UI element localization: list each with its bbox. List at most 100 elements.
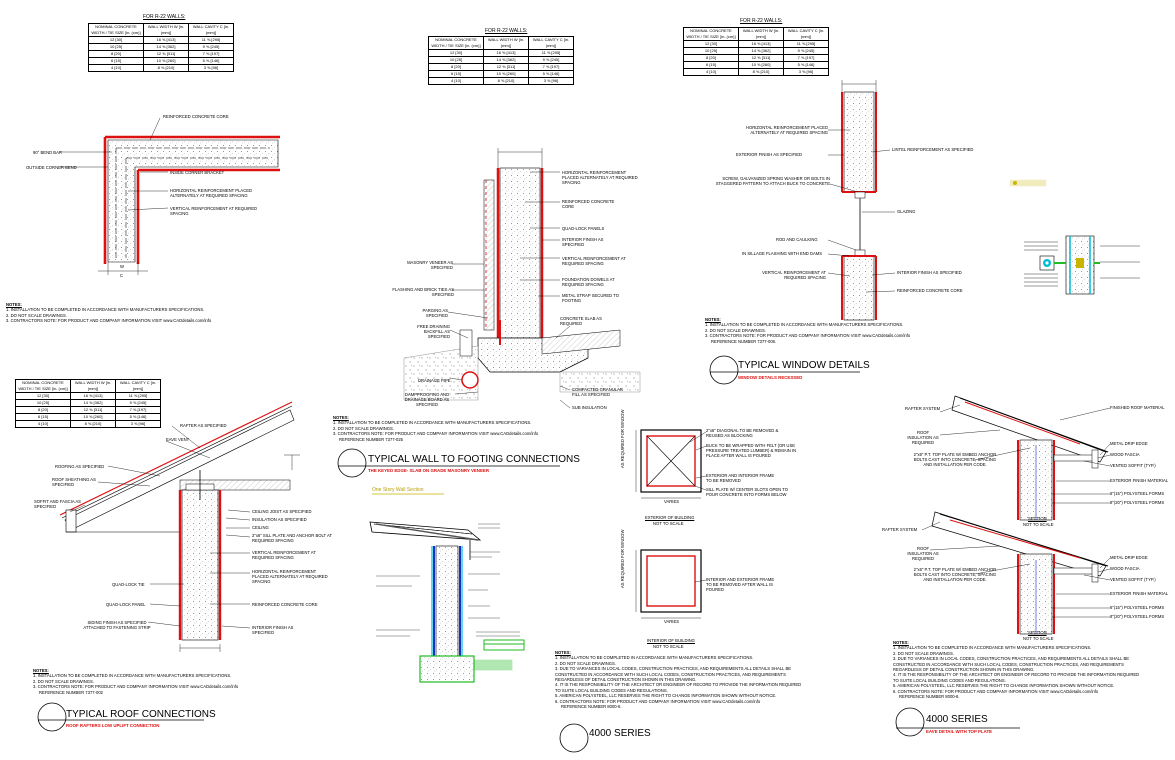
label: DAMPPROOFING AND DRAINAGE BOARD AS SPECI… xyxy=(404,392,450,407)
label: EXTERIOR FINISH MATERIAL xyxy=(1110,478,1169,483)
label: REINFORCED CONCRETE CORE xyxy=(252,602,318,607)
label: REINFORCED CONCRETE CORE xyxy=(163,114,229,119)
spec-table-caption-1: FOR R-22 WALLS: xyxy=(143,14,186,20)
spec-table-2: NOMINAL CONCRETE WIDTH / TIE SIZE [in. (… xyxy=(428,36,574,85)
label: PARGING AS SPECIFIED xyxy=(422,308,448,318)
notes-heading: NOTES: xyxy=(333,415,349,420)
label: ROOF INSULATION AS REQUIRED xyxy=(907,430,939,445)
label: VENTED SOFFIT (TYP.) xyxy=(1110,577,1156,582)
table-row: 12 [30]16 ⅝ [413]11 ⅝ [295] xyxy=(88,36,234,44)
label: INTERIOR FINISH AS SPECIFIED xyxy=(252,625,294,635)
nts-label: NOT TO SCALE xyxy=(1023,522,1054,527)
table-cell: 3 ⅝ [96] xyxy=(115,420,161,428)
label: ROD AND CAULKING xyxy=(776,237,818,242)
notes-block: NOTES: 1. INSTALLATION TO BE COMPLETED I… xyxy=(555,650,805,709)
slab xyxy=(541,329,621,355)
series-title: 4000 SERIES xyxy=(926,714,988,725)
series-title: 4000 SERIES xyxy=(589,728,651,739)
leader-lines xyxy=(689,431,707,583)
label: ROOF INSULATION AS REQUIRED xyxy=(907,546,939,561)
note-line: 3. CONTRACTORS NOTE: FOR PRODUCT AND COM… xyxy=(6,318,212,324)
spec-table-3: NOMINAL CONCRETE WIDTH / TIE SIZE [in. (… xyxy=(683,27,829,76)
label: INTERIOR FINISH AS SPECIFIED xyxy=(562,237,604,247)
concrete-core xyxy=(499,167,541,339)
leader-lines xyxy=(827,80,896,293)
eave-detail-upper xyxy=(939,395,1111,521)
note-line: 2. DO NOT SCALE DRAWINGS. xyxy=(333,425,394,431)
label: BUCK TO BE WRAPPED WITH FELT (OR USE PRE… xyxy=(706,443,797,458)
note-line: 3. CONTRACTORS NOTE: FOR PRODUCT AND COM… xyxy=(33,684,239,690)
dim-label: W xyxy=(120,264,124,269)
roof-wall-core xyxy=(181,489,219,641)
label: SIDING FINISH AS SPECIFIED ATTACHED TO F… xyxy=(83,620,151,630)
note-line: 2. DO NOT SCALE DRAWINGS. xyxy=(6,312,67,318)
spec-table-4: NOMINAL CONCRETE WIDTH / TIE SIZE [in. (… xyxy=(15,379,161,428)
notes-block: NOTES: 1. INSTALLATION TO BE COMPLETED I… xyxy=(33,668,238,695)
title-block-graphics xyxy=(37,355,1020,753)
corner-detail xyxy=(60,117,280,275)
note-line: 1. INSTALLATION TO BE COMPLETED IN ACCOR… xyxy=(33,673,232,679)
label: VERTICAL REINFORCEMENT AT REQUIRED SPACI… xyxy=(170,206,258,216)
label: EXTERIOR AND INTERIOR FRAME TO BE REMOVE… xyxy=(706,473,775,483)
dim-label: VARIES xyxy=(664,499,680,504)
caption-sub: NOT TO SCALE xyxy=(653,644,684,649)
caption: EXTERIOR OF BUILDING xyxy=(645,515,695,520)
label: METAL STRAP SECURED TO FOOTING xyxy=(562,293,620,303)
label: OUTSIDE CORNER BEND xyxy=(26,165,77,170)
note-line: 6. CONTRACTORS NOTE: FOR PRODUCT AND COM… xyxy=(555,698,761,704)
label: COMPACTED GRANULAR FILL AS SPECIFIED xyxy=(572,387,623,397)
section-label: SECTION xyxy=(1028,630,1047,635)
leader-lines xyxy=(69,425,300,652)
label: 8"(20") POLYSTEEL FORMS xyxy=(1110,614,1165,619)
buck-frame-interior xyxy=(640,549,702,613)
table-header: WALL CAVITY C [in. (mm)] xyxy=(528,36,574,50)
sill-core xyxy=(843,255,875,321)
label: EXTERIOR FINISH AS SPECIFIED xyxy=(736,152,803,157)
label: ROOFING AS SPECIFIED xyxy=(55,464,105,469)
note-reference: REFERENCE NUMBER 8000-6. xyxy=(561,704,622,710)
title-circle-icon xyxy=(37,702,67,732)
leader-lines xyxy=(60,117,169,275)
label: REINFORCED CONCRETE CORE xyxy=(562,199,615,209)
note-line: 5. AMERICAN POLYSTEEL, LLC RESERVES THE … xyxy=(893,683,1115,689)
label: VERTICAL REINFORCEMENT AT REQUIRED SPACI… xyxy=(762,270,826,280)
section-label: SECTION xyxy=(1028,516,1047,521)
label: 2"x6" P.T. TOP PLATE W/ EMBED ANCHOR BOL… xyxy=(913,452,997,467)
label: HORIZONTAL REINFORCEMENT PLACED ALTERNAT… xyxy=(562,170,638,185)
table-row: 4 [10]8 ⅝ [210]3 ⅝ [96] xyxy=(683,68,829,76)
rebar-lines xyxy=(115,147,270,258)
label: EAVE VENT xyxy=(166,437,190,442)
notes-block: NOTES: 1. INSTALLATION TO BE COMPLETED I… xyxy=(333,415,538,442)
section-subtitle: EAVE DETAIL WITH TOP PLATE xyxy=(926,729,993,734)
note-reference: REFERENCE NUMBER 7377-006. xyxy=(711,338,777,344)
caption-sub: NOT TO SCALE xyxy=(653,521,684,526)
notes-heading: NOTES: xyxy=(555,650,571,655)
label: VERTICAL REINFORCEMENT AT REQUIRED SPACI… xyxy=(562,256,626,266)
note-line: 3. CONTRACTORS NOTE: FOR PRODUCT AND COM… xyxy=(333,431,539,437)
spec-table-caption-2: FOR R-22 WALLS: xyxy=(485,28,528,34)
note-line: 2. DO NOT SCALE DRAWINGS. xyxy=(555,660,616,666)
label: SILL PLATE W/ CENTER SLOTS OPEN TO POUR … xyxy=(706,487,788,497)
table-header-row: NOMINAL CONCRETE WIDTH / TIE SIZE [in. (… xyxy=(88,23,234,37)
label: EXTERIOR FINISH MATERIAL xyxy=(1110,591,1169,596)
note-line: 4. IT IS THE RESPONSIBILITY OF THE ARCHI… xyxy=(893,672,1140,683)
window-detail xyxy=(827,80,896,321)
notes-heading: NOTES: xyxy=(6,302,22,307)
note-line: 6. CONTRACTORS NOTE: FOR PRODUCT AND COM… xyxy=(893,688,1099,694)
notes-heading: NOTES: xyxy=(705,317,721,322)
table-cell: 3 ⅝ [96] xyxy=(188,64,234,72)
note-line: 2. DO NOT SCALE DRAWINGS. xyxy=(893,650,954,656)
title-circle-icon xyxy=(337,448,367,478)
label: SCREW, GALVANIZED SPRING WASHER OR BOLTS… xyxy=(715,176,830,186)
roofing-line xyxy=(59,401,293,516)
label: 6"(15") POLYSTEEL FORMS xyxy=(1110,605,1165,610)
dim-label: C xyxy=(120,273,124,278)
notes-block: NOTES: 1. INSTALLATION TO BE COMPLETED I… xyxy=(705,317,910,344)
note-reference: REFERENCE NUMBER 8000-6. xyxy=(899,694,960,700)
title-circle-icon xyxy=(559,723,589,753)
label: FREE DRAINING BACKFILL AS SPECIFIED xyxy=(417,324,450,339)
label: 2"x6" P.T. TOP PLATE W/ EMBED ANCHOR BOL… xyxy=(913,567,997,582)
note-line: 1. INSTALLATION TO BE COMPLETED IN ACCOR… xyxy=(333,420,532,426)
table-cell: 3 ⅝ [96] xyxy=(528,77,574,85)
ceiling-joist xyxy=(179,479,291,491)
